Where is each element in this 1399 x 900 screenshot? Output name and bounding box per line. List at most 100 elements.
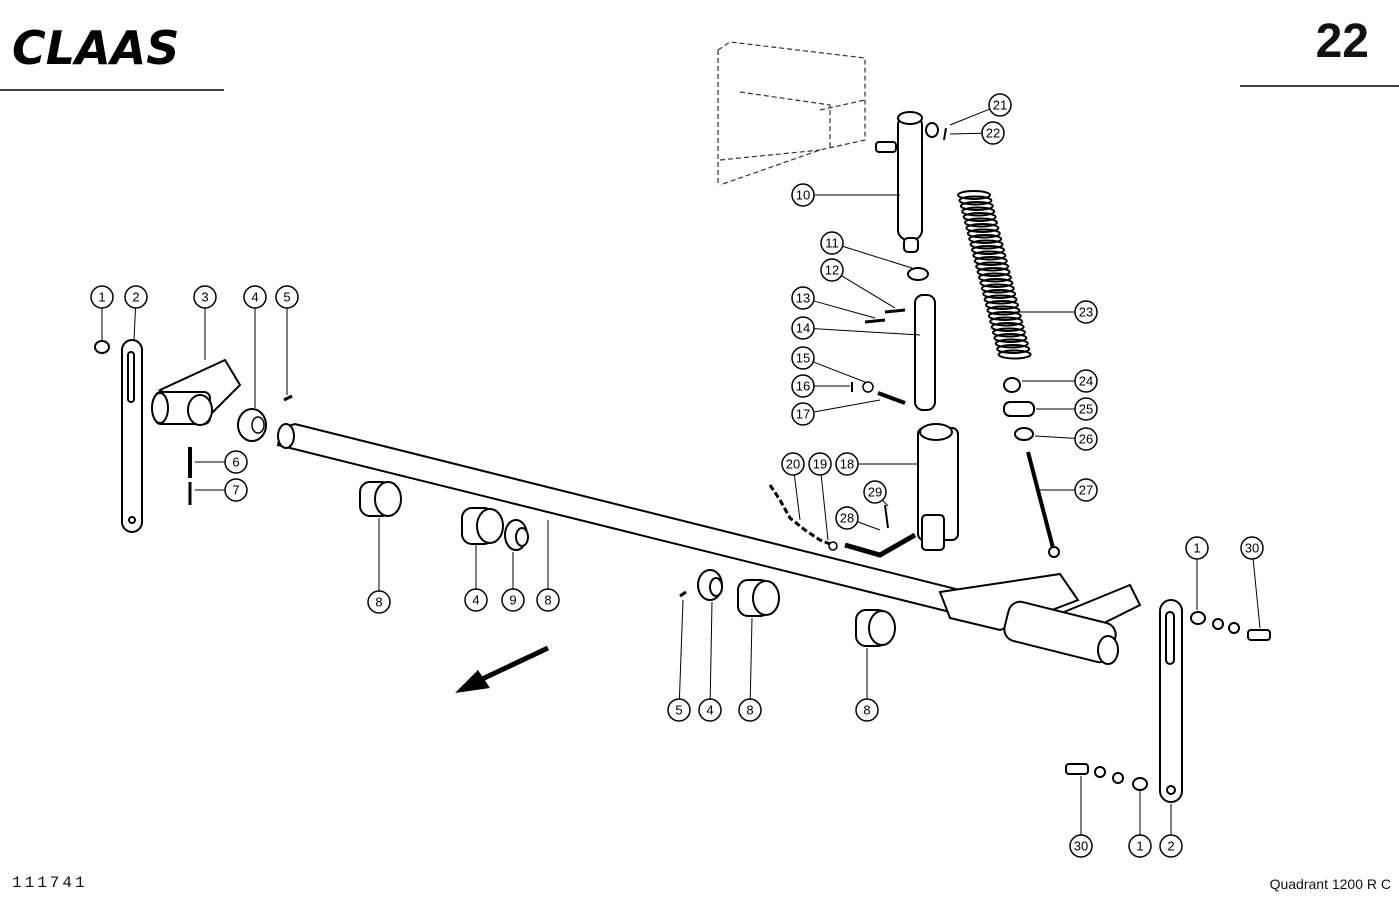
callout-3: 3: [193, 285, 217, 360]
spring-coil: [959, 201, 994, 211]
callout-circle: [1069, 834, 1093, 858]
callout-26: 26: [1034, 427, 1098, 451]
callout-circle: [698, 698, 722, 722]
spring-coil: [992, 327, 1026, 338]
callout-circle: [90, 285, 114, 309]
callout-16: 16: [791, 374, 850, 398]
eye-bolt-head: [1048, 546, 1060, 558]
spring-coil: [994, 338, 1029, 349]
callout-4: 4: [464, 545, 488, 612]
callout-28: 28: [835, 506, 881, 531]
bearing-1: [359, 481, 402, 517]
callout-number: 14: [796, 321, 810, 336]
callout-number: 19: [813, 457, 827, 472]
callout-number: 3: [201, 290, 208, 305]
brand-logo-text: CLAAS: [12, 22, 179, 70]
spring-coil: [996, 344, 1031, 354]
bushing-left-bore: [251, 416, 265, 434]
upper-tube: [875, 111, 923, 253]
callout-leader: [793, 474, 801, 521]
callout-number: 20: [786, 457, 800, 472]
ring-19: [828, 541, 838, 551]
callout-15: 15: [791, 346, 866, 383]
spring-coil: [989, 316, 1024, 327]
callout-number: 30: [1074, 839, 1088, 854]
callout-number: 21: [993, 98, 1007, 113]
callout-circle: [501, 588, 525, 612]
spring-coil: [993, 333, 1028, 343]
callout-4: 4: [243, 285, 267, 408]
spring-coil: [957, 190, 991, 200]
left-lever-arm: [151, 358, 242, 426]
page-number: 22: [1315, 15, 1369, 68]
callout-circle: [224, 478, 248, 502]
callout-30: 30: [1240, 536, 1264, 629]
claas-logo: CLAAS: [12, 22, 179, 70]
spring-coil: [968, 234, 1003, 244]
bushing-2: [504, 519, 529, 551]
callout-19: 19: [808, 452, 832, 541]
nut-left: [94, 340, 110, 354]
callout-number: 8: [375, 595, 382, 610]
callout-number: 1: [1136, 839, 1143, 854]
callout-leader: [813, 399, 881, 413]
pin-right: [679, 590, 687, 598]
pin-13: [864, 318, 886, 324]
callout-circle: [1185, 536, 1209, 560]
callout-number: 7: [232, 483, 239, 498]
lower-housing: [917, 423, 959, 551]
callout-circle: [791, 346, 815, 370]
callout-number: 26: [1079, 432, 1093, 447]
callout-number: 2: [1167, 839, 1174, 854]
spring-coil: [983, 294, 1018, 305]
callout-circle: [863, 480, 887, 504]
callout-leader: [857, 521, 881, 531]
callout-24: 24: [1022, 369, 1098, 393]
callout-number: 8: [863, 703, 870, 718]
bearing-2: [461, 507, 504, 545]
spring-coil: [962, 212, 997, 222]
callout-5: 5: [667, 599, 691, 722]
callout-circle: [1074, 300, 1098, 324]
spring-coil: [975, 261, 1010, 272]
callout-8: 8: [855, 648, 879, 722]
callout-circle: [367, 590, 391, 614]
callout-circle: [1159, 834, 1183, 858]
clip-29: [884, 504, 889, 529]
callout-circle: [791, 316, 815, 340]
callout-number: 4: [251, 290, 258, 305]
callout-number: 6: [232, 455, 239, 470]
spring-coil: [990, 322, 1025, 332]
washer-right-a: [1212, 618, 1224, 630]
callout-20: 20: [781, 452, 805, 521]
callout-number: 16: [796, 379, 810, 394]
callout-number: 17: [796, 407, 810, 422]
callout-circle: [820, 258, 844, 282]
pin-left: [283, 394, 293, 402]
callout-leader: [820, 474, 829, 541]
spring-coil: [979, 278, 1014, 288]
callout-circle: [835, 452, 859, 476]
callout-number: 28: [840, 511, 854, 526]
callout-17: 17: [791, 399, 881, 426]
callout-leader: [882, 499, 889, 507]
callout-29: 29: [863, 480, 889, 507]
callout-circle: [1240, 536, 1264, 560]
spring-coil: [978, 272, 1012, 283]
callout-number: 4: [472, 593, 479, 608]
callout-23: 23: [1015, 300, 1098, 324]
nut-right-bottom: [1132, 777, 1148, 791]
callout-10: 10: [791, 183, 900, 207]
callout-number: 1: [1193, 541, 1200, 556]
callout-leader: [1034, 435, 1076, 439]
callout-circle: [791, 402, 815, 426]
callout-4: 4: [698, 601, 722, 722]
callout-6: 6: [195, 450, 248, 474]
callout-circle: [193, 285, 217, 309]
spring-coil: [971, 245, 1005, 255]
callout-number: 13: [796, 291, 810, 306]
callout-22: 22: [949, 121, 1005, 145]
